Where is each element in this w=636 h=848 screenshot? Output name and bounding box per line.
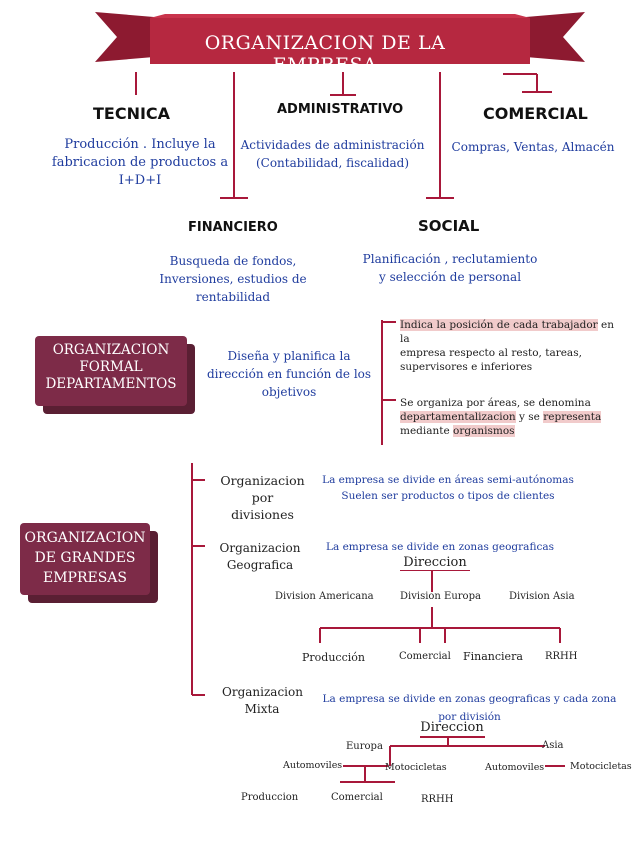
heading-administrativo: ADMINISTRATIVO: [277, 102, 404, 117]
node-mixta-comercial: Comercial: [331, 792, 383, 803]
title-banner: [95, 12, 585, 64]
node-division-americana: Division Americana: [275, 591, 374, 602]
heading-social: SOCIAL: [418, 217, 480, 235]
note-departamentalizacion: Se organiza por áreas, se denomina depar…: [400, 397, 602, 437]
node-produccion: Producción: [302, 651, 365, 664]
heading-financiero: FINANCIERO: [188, 220, 278, 235]
desc-mixta: La empresa se divide en zonas geografica…: [322, 693, 617, 723]
node-europa-automoviles: Automoviles: [283, 760, 343, 771]
node-mixta-produccion: Produccion: [241, 792, 299, 803]
desc-financiero: Busqueda de fondos,Inversiones, estudios…: [159, 254, 307, 304]
node-rrhh: RRHH: [545, 651, 578, 662]
node-asia: Asia: [542, 740, 564, 751]
node-mixta-rrhh: RRHH: [421, 794, 454, 805]
node-division-asia: Division Asia: [509, 591, 575, 602]
desc-comercial: Compras, Ventas, Almacén: [451, 140, 615, 154]
desc-geografica: La empresa se divide en zonas geografica…: [326, 541, 554, 553]
desc-administrativo: Actividades de administración(Contabilid…: [240, 138, 425, 170]
heading-comercial: COMERCIAL: [483, 104, 588, 123]
node-direccion-geografica: Direccion: [400, 555, 470, 571]
node-division-europa: Division Europa: [400, 591, 481, 602]
heading-tecnica: TECNICA: [93, 104, 171, 123]
desc-divisiones: La empresa se divide en áreas semi-autón…: [322, 474, 574, 502]
node-direccion-mixta: Direccion: [420, 720, 484, 735]
node-asia-motocicletas: Motocicletas: [570, 761, 632, 772]
node-asia-automoviles: Automoviles: [485, 762, 545, 773]
node-europa: Europa: [346, 741, 383, 752]
node-europa-motocicletas: Motocicletas: [385, 762, 447, 773]
node-comercial: Comercial: [399, 651, 451, 662]
page-title: ORGANIZACION DE LA EMPRESA: [204, 32, 446, 76]
note-posicion-trabajador: Indica la posición de cada trabajador en…: [400, 319, 614, 373]
node-financiera: Financiera: [463, 650, 523, 663]
